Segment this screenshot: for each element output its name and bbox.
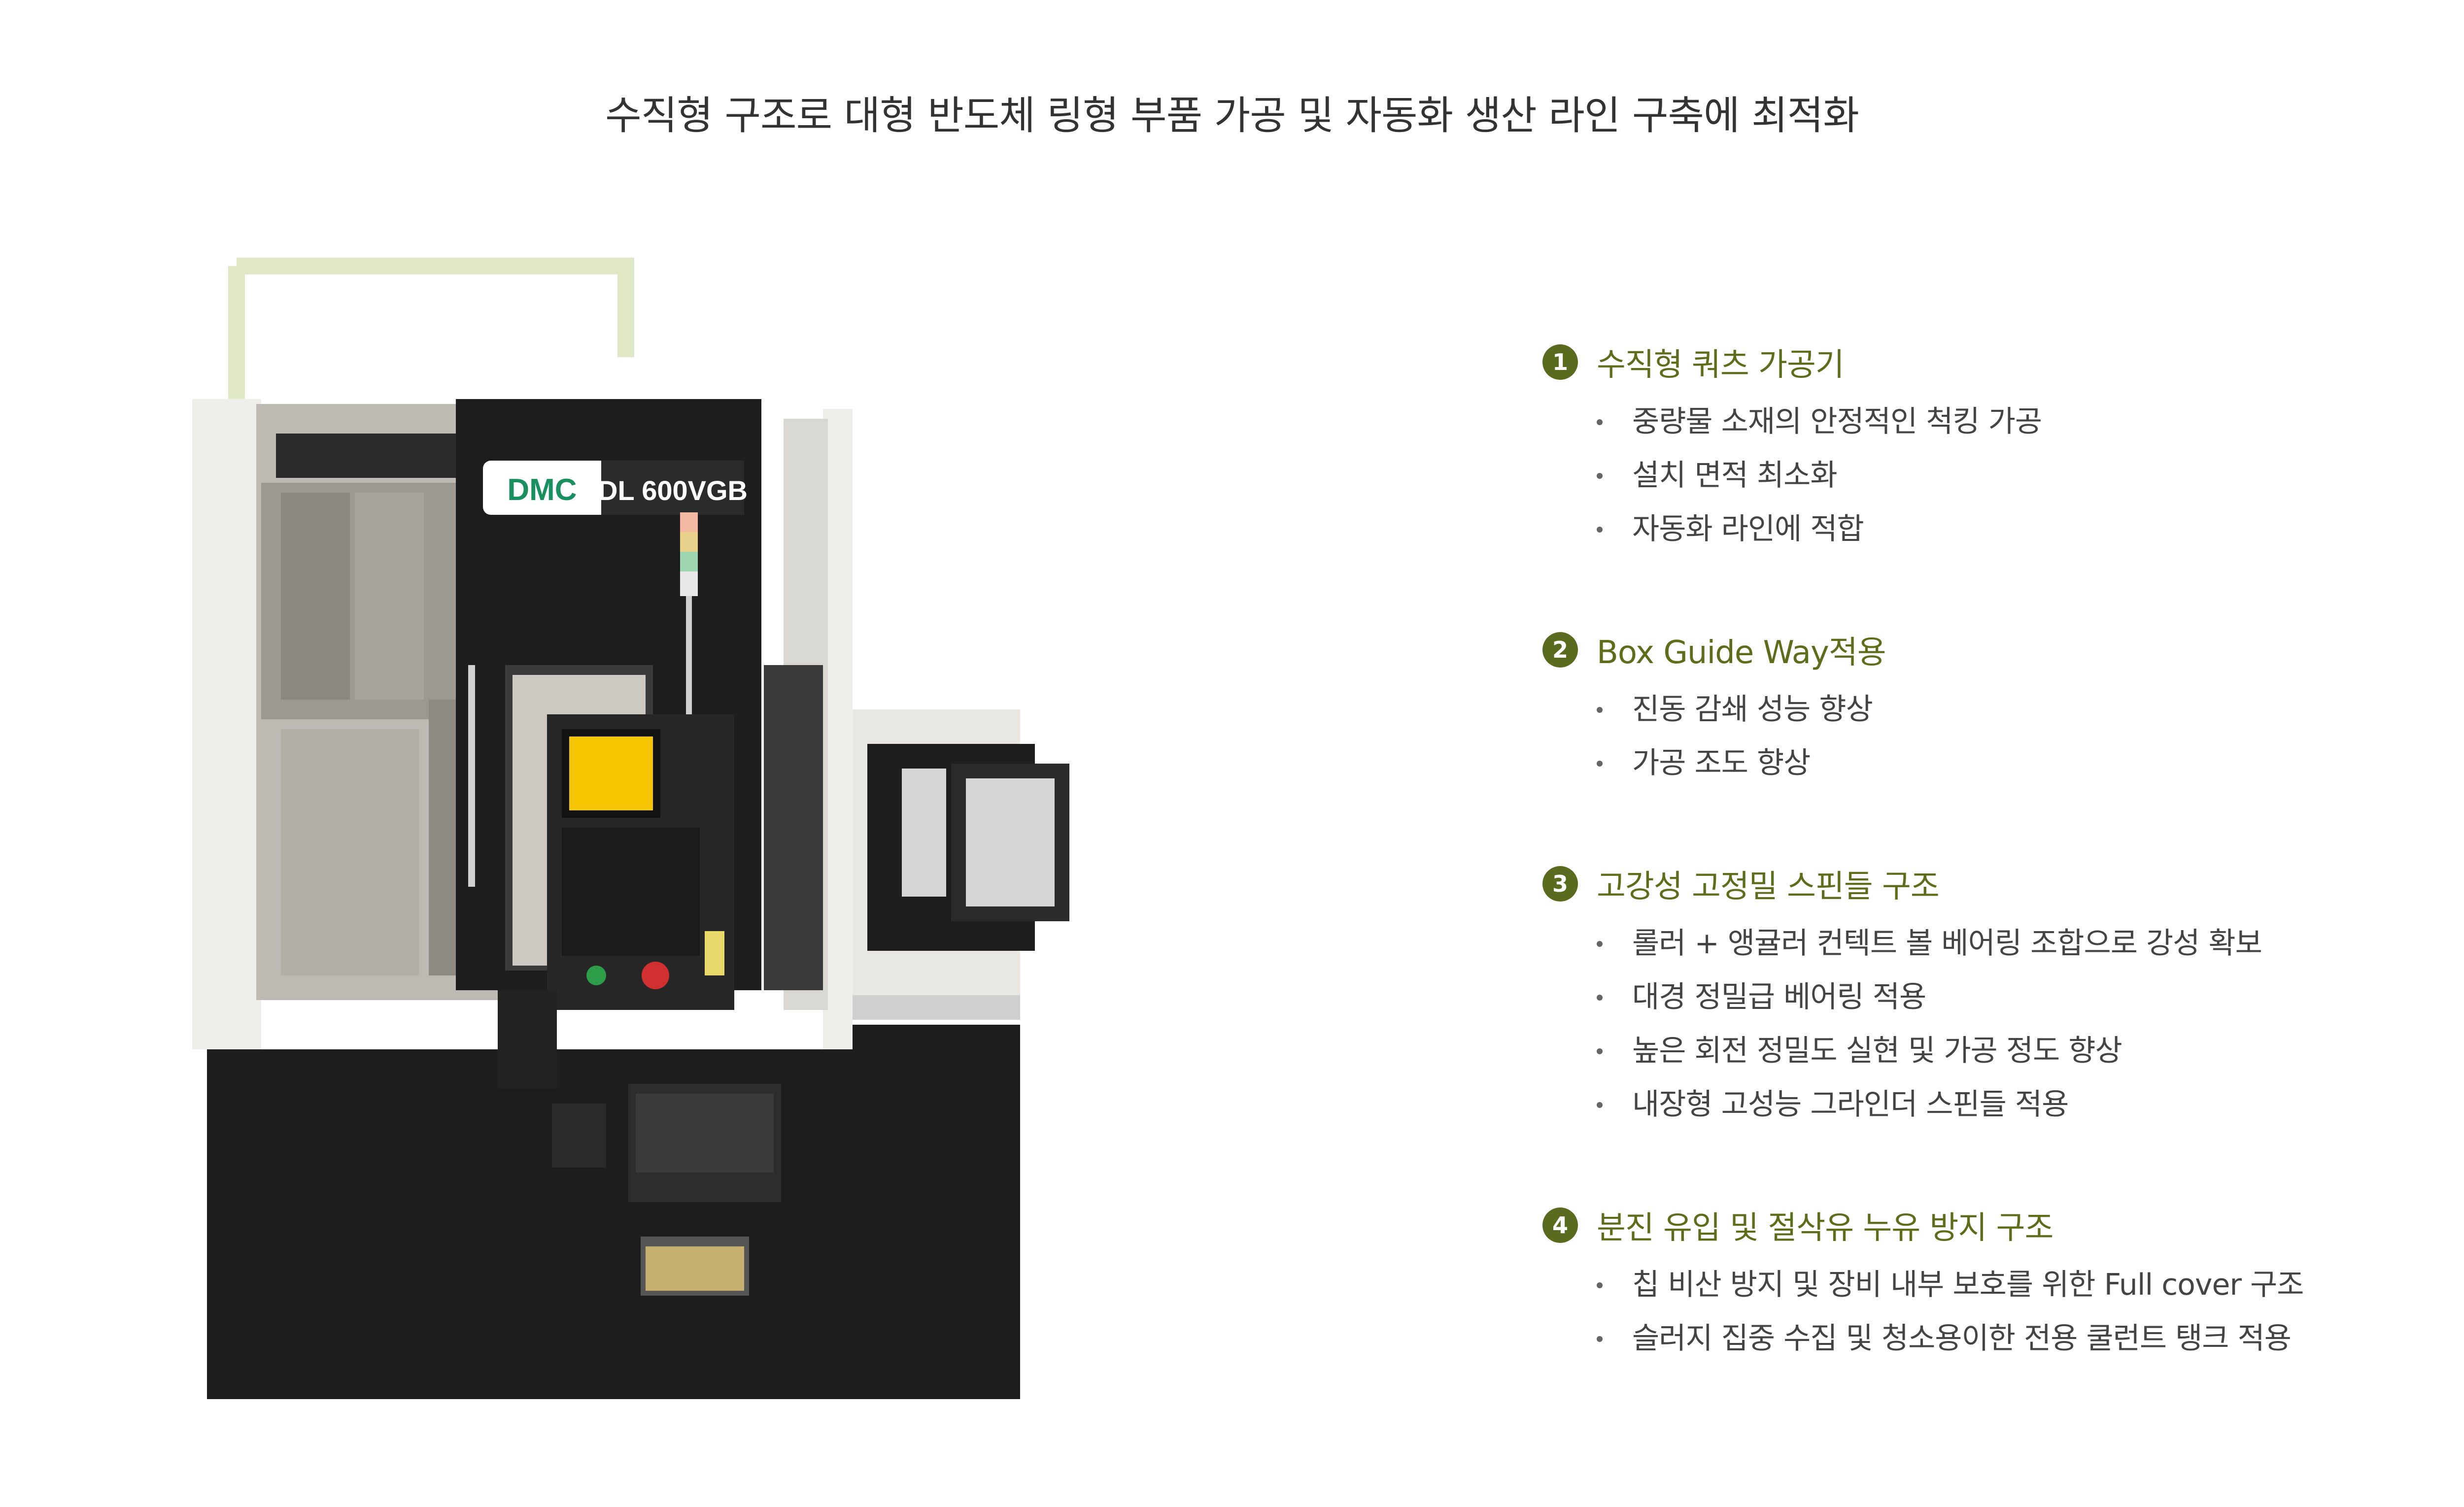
page-headline: 수직형 구조로 대형 반도체 링형 부품 가공 및 자동화 생산 라인 구축에 … — [605, 93, 1859, 138]
number-badge: 4 — [1542, 1207, 1578, 1243]
bullet-dot-icon — [1597, 1102, 1603, 1108]
highlight-frame — [228, 258, 634, 424]
machine-image: DMC DL 600VGB — [182, 256, 1227, 1409]
feature-header: 2 Box Guide Way적용 — [1542, 628, 2454, 672]
feature-item: 1 수직형 쿼츠 가공기 중량물 소재의 안정적인 척킹 가공 설치 면적 최소… — [1542, 340, 2454, 556]
bullet-text: 슬러지 집중 수집 및 청소용이한 전용 쿨런트 탱크 적용 — [1632, 1321, 2292, 1356]
bullet-text: 내장형 고성능 그라인더 스핀들 적용 — [1632, 1087, 2069, 1122]
feature-bullets: 진동 감쇄 성능 향상 가공 조도 향상 — [1542, 683, 2454, 790]
door-handle — [468, 665, 475, 887]
bullet-text: 자동화 라인에 적합 — [1632, 512, 1864, 546]
features-list: 1 수직형 쿼츠 가공기 중량물 소재의 안정적인 척킹 가공 설치 면적 최소… — [1542, 340, 2454, 1437]
bullet-text: 중량물 소재의 안정적인 척킹 가공 — [1632, 404, 2042, 439]
feature-title: 수직형 쿼츠 가공기 — [1597, 347, 1845, 383]
bullet-text: 진동 감쇄 성능 향상 — [1632, 692, 1873, 727]
bullet-item: 내장형 고성능 그라인더 스핀들 적용 — [1597, 1078, 2454, 1132]
feature-title: Box Guide Way적용 — [1597, 635, 1886, 671]
feature-header: 3 고강성 고정밀 스핀들 구조 — [1542, 862, 2454, 906]
bullet-item: 대경 정밀급 베어링 적용 — [1597, 971, 2454, 1024]
bullet-dot-icon — [1597, 706, 1603, 713]
number-badge: 3 — [1542, 866, 1578, 902]
bullet-dot-icon — [1597, 1048, 1603, 1054]
bullet-dot-icon — [1597, 1336, 1603, 1342]
feature-header: 4 분진 유입 및 절삭유 누유 방지 구조 — [1542, 1203, 2454, 1247]
bullet-item: 중량물 소재의 안정적인 척킹 가공 — [1597, 395, 2454, 449]
number-badge: 1 — [1542, 344, 1578, 380]
feature-header: 1 수직형 쿼츠 가공기 — [1542, 340, 2454, 384]
feature-item: 4 분진 유입 및 절삭유 누유 방지 구조 칩 비산 방지 및 장비 내부 보… — [1542, 1203, 2454, 1366]
bullet-item: 자동화 라인에 적합 — [1597, 502, 2454, 556]
bullet-item: 슬러지 집중 수집 및 청소용이한 전용 쿨런트 탱크 적용 — [1597, 1312, 2454, 1366]
bullet-dot-icon — [1597, 940, 1603, 947]
model-label: DL 600VGB — [598, 475, 748, 506]
feature-bullets: 롤러 + 앵귤러 컨텍트 볼 베어링 조합으로 강성 확보 대경 정밀급 베어링… — [1542, 917, 2454, 1132]
bullet-item: 설치 면적 최소화 — [1597, 449, 2454, 502]
bullet-item: 칩 비산 방지 및 장비 내부 보호를 위한 Full cover 구조 — [1597, 1258, 2454, 1312]
left-cover-panel — [192, 399, 261, 1049]
bullet-item: 롤러 + 앵귤러 컨텍트 볼 베어링 조합으로 강성 확보 — [1597, 917, 2454, 971]
feature-title: 고강성 고정밀 스핀들 구조 — [1597, 869, 1940, 905]
bullet-item: 높은 회전 정밀도 실현 및 가공 정도 향상 — [1597, 1024, 2454, 1078]
bullet-dot-icon — [1597, 419, 1603, 425]
bullet-text: 가공 조도 향상 — [1632, 746, 1811, 780]
bullet-text: 높은 회전 정밀도 실현 및 가공 정도 향상 — [1632, 1034, 2122, 1068]
feature-item: 2 Box Guide Way적용 진동 감쇄 성능 향상 가공 조도 향상 — [1542, 628, 2454, 790]
bullet-dot-icon — [1597, 526, 1603, 533]
bullet-item: 가공 조도 향상 — [1597, 737, 2454, 790]
brand-logo: DMC — [507, 473, 577, 507]
signal-tower — [680, 512, 698, 532]
feature-item: 3 고강성 고정밀 스핀들 구조 롤러 + 앵귤러 컨텍트 볼 베어링 조합으로… — [1542, 862, 2454, 1132]
bullet-text: 설치 면적 최소화 — [1632, 458, 1838, 493]
bullet-text: 대경 정밀급 베어링 적용 — [1632, 980, 1926, 1014]
bullet-item: 진동 감쇄 성능 향상 — [1597, 683, 2454, 737]
bullet-dot-icon — [1597, 760, 1603, 767]
bullet-dot-icon — [1597, 994, 1603, 1001]
bullet-dot-icon — [1597, 472, 1603, 479]
number-badge: 2 — [1542, 632, 1578, 668]
bullet-text: 칩 비산 방지 및 장비 내부 보호를 위한 Full cover 구조 — [1632, 1268, 2304, 1302]
control-screen — [569, 737, 653, 810]
feature-bullets: 칩 비산 방지 및 장비 내부 보호를 위한 Full cover 구조 슬러지… — [1542, 1258, 2454, 1366]
bullet-text: 롤러 + 앵귤러 컨텍트 볼 베어링 조합으로 강성 확보 — [1632, 926, 2262, 961]
feature-bullets: 중량물 소재의 안정적인 척킹 가공 설치 면적 최소화 자동화 라인에 적합 — [1542, 395, 2454, 556]
feature-title: 분진 유입 및 절삭유 누유 방지 구조 — [1597, 1210, 2053, 1246]
bullet-dot-icon — [1597, 1282, 1603, 1288]
